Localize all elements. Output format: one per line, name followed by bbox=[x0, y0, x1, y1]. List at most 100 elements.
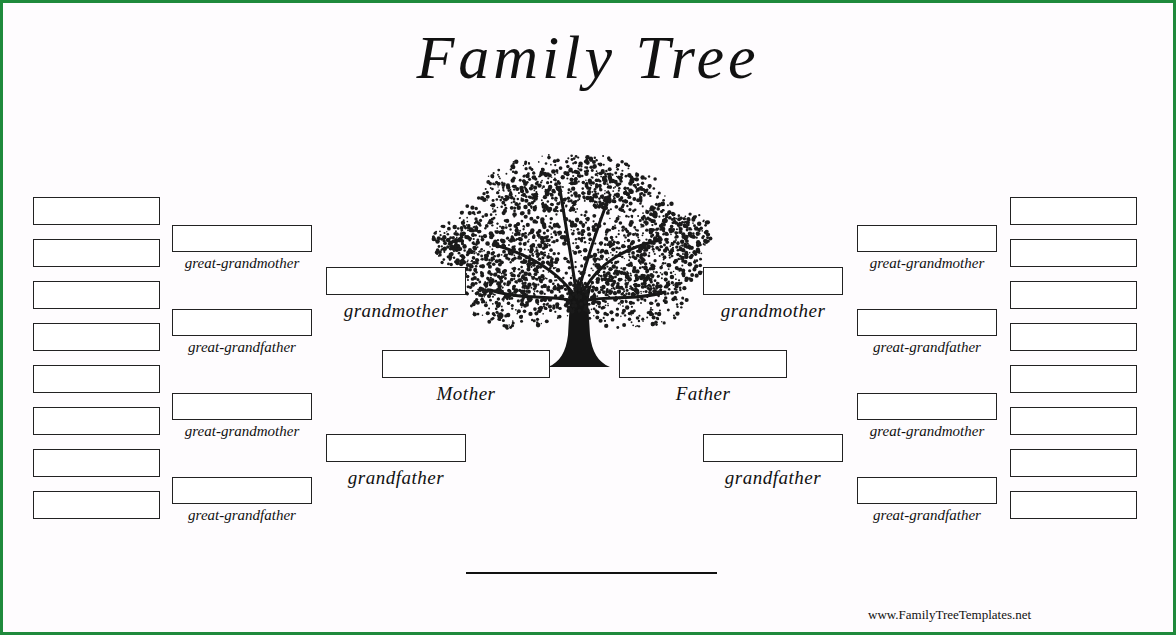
leaf-dot bbox=[651, 206, 655, 210]
leaf-dot bbox=[533, 208, 537, 212]
leaf-dot bbox=[511, 245, 514, 248]
leaf-dot bbox=[600, 249, 604, 253]
leaf-dot bbox=[492, 211, 494, 213]
tree-illustration bbox=[432, 154, 713, 367]
leaf-dot bbox=[473, 247, 477, 251]
leaf-dot bbox=[470, 261, 471, 262]
leaf-dot bbox=[512, 238, 516, 242]
leaf-dot bbox=[572, 250, 574, 252]
leaf-dot bbox=[591, 169, 594, 172]
leaf-dot bbox=[515, 230, 518, 233]
leaf-dot bbox=[579, 302, 583, 306]
leaf-dot bbox=[621, 225, 625, 229]
leaf-dot bbox=[541, 239, 544, 242]
empty-box bbox=[34, 492, 160, 519]
leaf-dot bbox=[564, 197, 567, 200]
leaf-dot bbox=[567, 192, 569, 194]
leaf-dot bbox=[572, 242, 574, 244]
leaf-dot bbox=[566, 242, 569, 245]
leaf-dot bbox=[629, 256, 631, 258]
leaf-dot bbox=[558, 192, 562, 196]
leaf-dot bbox=[648, 288, 652, 292]
leaf-dot bbox=[627, 239, 630, 242]
leaf-dot bbox=[608, 174, 610, 176]
leaf-dot bbox=[661, 223, 663, 225]
leaf-dot bbox=[575, 203, 577, 205]
leaf-dot bbox=[540, 240, 544, 244]
leaf-dot bbox=[663, 244, 666, 247]
leaf-dot bbox=[504, 284, 506, 286]
leaf-dot bbox=[637, 236, 639, 238]
leaf-dot bbox=[527, 249, 529, 251]
leaf-dot bbox=[665, 272, 668, 275]
leaf-dot bbox=[621, 170, 623, 172]
leaf-dot bbox=[517, 203, 520, 206]
leaf-dot bbox=[618, 207, 622, 211]
leaf-dot bbox=[484, 254, 488, 258]
leaf-dot bbox=[541, 180, 543, 182]
leaf-dot bbox=[601, 258, 603, 260]
leaf-dot bbox=[649, 212, 653, 216]
leaf-dot bbox=[519, 255, 520, 256]
leaf-dot bbox=[548, 154, 550, 156]
leaf-dot bbox=[480, 259, 482, 261]
leaf-dot bbox=[502, 201, 505, 204]
leaf-dot bbox=[524, 232, 527, 235]
leaf-dot bbox=[629, 191, 632, 194]
leaf-dot bbox=[653, 259, 656, 262]
leaf-dot bbox=[517, 274, 520, 277]
leaf-dot bbox=[585, 196, 590, 201]
leaf-dot bbox=[634, 283, 638, 287]
leaf-dot bbox=[673, 271, 674, 272]
leaf-dot bbox=[497, 223, 499, 225]
leaf-dot bbox=[604, 173, 607, 176]
leaf-dot bbox=[635, 233, 639, 237]
leaf-dot bbox=[598, 184, 602, 188]
leaf-dot bbox=[548, 244, 550, 246]
leaf-dot bbox=[641, 182, 644, 185]
leaf-dot bbox=[655, 246, 659, 250]
leaf-dot bbox=[544, 306, 547, 309]
leaf-dot bbox=[524, 226, 526, 228]
leaf-dot bbox=[635, 246, 637, 248]
leaf-dot bbox=[472, 257, 474, 259]
leaf-dot bbox=[690, 273, 694, 277]
leaf-dot bbox=[591, 239, 593, 241]
leaf-dot bbox=[493, 217, 496, 220]
leaf-dot bbox=[631, 217, 633, 219]
leaf-dot bbox=[587, 232, 591, 236]
leaf-dot bbox=[542, 225, 546, 229]
leaf-dot bbox=[615, 254, 617, 256]
leaf-dot bbox=[545, 215, 547, 217]
leaf-dot bbox=[482, 215, 485, 218]
leaf-dot bbox=[478, 210, 481, 213]
leaf-dot bbox=[641, 224, 645, 228]
leaf-dot bbox=[645, 210, 649, 214]
leaf-dot bbox=[545, 189, 547, 191]
leaf-dot bbox=[491, 248, 493, 250]
leaf-dot bbox=[500, 205, 503, 208]
leaf-dot bbox=[543, 254, 546, 257]
leaf-dot bbox=[627, 173, 631, 177]
leaf-dot bbox=[519, 230, 521, 232]
leaf-dot bbox=[479, 235, 481, 237]
leaf-dot bbox=[554, 199, 556, 201]
leaf-dot bbox=[579, 168, 582, 171]
leaf-dot bbox=[667, 210, 671, 214]
leaf-dot bbox=[508, 244, 510, 246]
leaf-dot bbox=[541, 202, 543, 204]
leaf-dot bbox=[612, 254, 614, 256]
leaf-dot bbox=[529, 250, 533, 254]
leaf-dot bbox=[535, 220, 538, 223]
leaf-dot bbox=[497, 239, 499, 241]
leaf-dot bbox=[502, 250, 506, 254]
leaf-dot bbox=[639, 261, 642, 264]
leaf-dot bbox=[570, 178, 574, 182]
leaf-dot bbox=[649, 291, 653, 295]
leaf-dot bbox=[466, 261, 468, 263]
leaf-dot bbox=[655, 271, 658, 274]
leaf-dot bbox=[545, 162, 548, 165]
leaf-dot bbox=[494, 184, 496, 186]
leaf-dot bbox=[641, 282, 644, 285]
leaf-dot bbox=[642, 252, 647, 257]
